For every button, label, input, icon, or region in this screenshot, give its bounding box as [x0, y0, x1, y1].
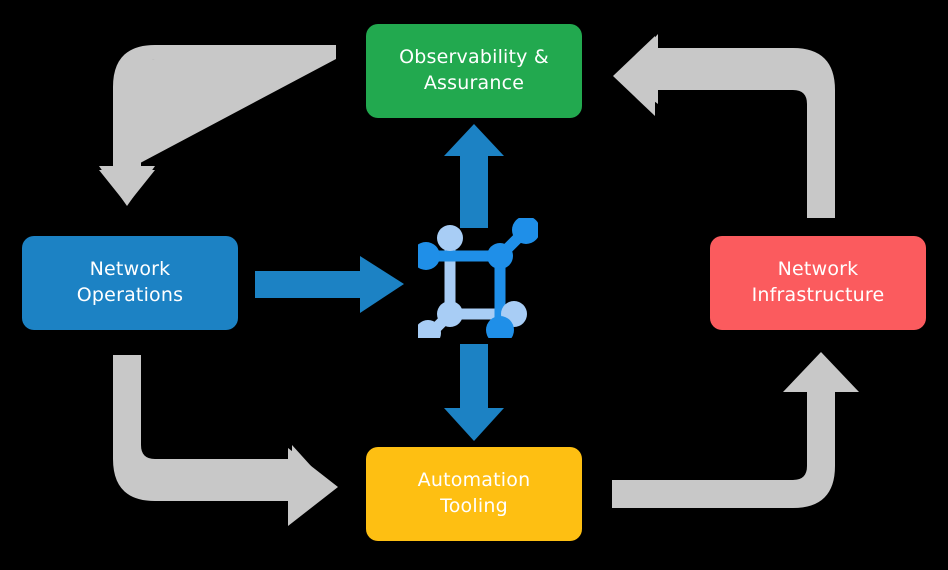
- flow-arrow-automation-to-netinfra: [612, 352, 859, 508]
- flow-arrow-observability-to-netops: [99, 45, 336, 206]
- node-box-automation-tooling[interactable]: Automation Tooling: [366, 447, 582, 541]
- node-box-network-operations[interactable]: Network Operations: [22, 236, 238, 330]
- accent-arrow-hub-to-automation: [444, 344, 504, 441]
- node-box-network-infrastructure[interactable]: Network Infrastructure: [710, 236, 926, 330]
- node-label-automation-tooling: Automation Tooling: [417, 469, 531, 517]
- flow-arrow-netinfra-to-observability: [613, 34, 835, 218]
- network-topology-icon: [418, 218, 538, 338]
- node-label-network-infrastructure: Network Infrastructure: [751, 258, 885, 306]
- flow-arrow-netops-to-automation: [113, 355, 338, 526]
- accent-arrow-netops-to-hub: [255, 256, 404, 313]
- node-label-observability: Observability & Assurance: [399, 46, 549, 94]
- node-box-observability[interactable]: Observability & Assurance: [366, 24, 582, 118]
- hub-primary-nodes: [418, 218, 538, 338]
- node-label-network-operations: Network Operations: [76, 258, 184, 306]
- accent-arrow-hub-to-observability: [444, 124, 504, 228]
